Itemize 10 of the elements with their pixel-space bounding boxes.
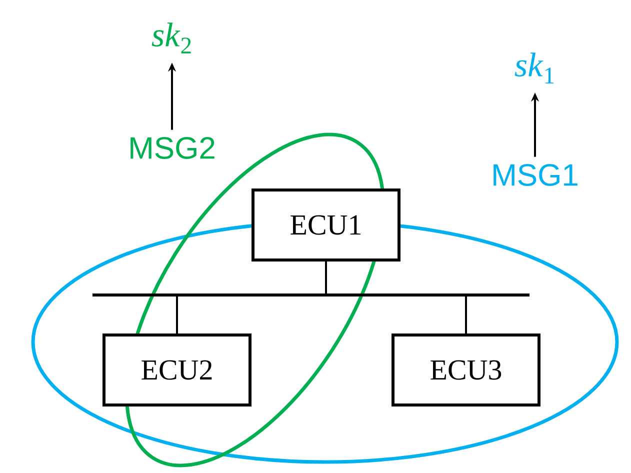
- ecu-box: ECU2: [102, 334, 252, 406]
- key-label: sk$_{2}$: [152, 22, 191, 54]
- message-label: MSG2: [130, 137, 214, 159]
- bus-connector: [465, 295, 467, 334]
- message-label: MSG1: [494, 164, 578, 186]
- bus-connector: [325, 262, 327, 295]
- ecu-box: ECU1: [252, 188, 400, 262]
- bus-connector: [176, 295, 178, 334]
- ecu-box: ECU3: [392, 334, 540, 406]
- key-label: sk$_{1}$: [514, 52, 554, 84]
